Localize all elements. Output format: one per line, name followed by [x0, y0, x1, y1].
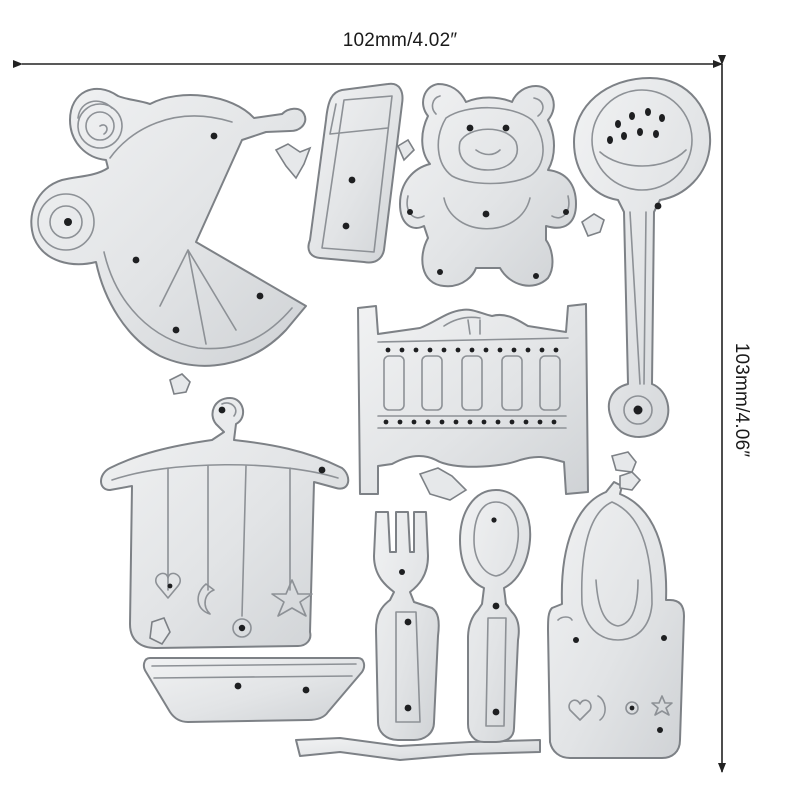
- width-dimension-label: 102mm/4.02″: [342, 30, 458, 51]
- carriage-canopy-die: [307, 82, 416, 264]
- teddy-bear-die: [399, 83, 605, 288]
- baby-rattle-die: [573, 77, 712, 473]
- spoon-die: [459, 489, 532, 743]
- height-dimension-label: 103mm/4.06″: [731, 342, 752, 458]
- sprue-bar: [295, 737, 541, 761]
- bowl-die: [142, 657, 366, 723]
- baby-carriage-die: [30, 87, 312, 367]
- crib-die: [357, 303, 589, 501]
- fork-die: [373, 511, 440, 741]
- bib-die: [547, 471, 685, 759]
- hanging-mobile-die: [100, 373, 350, 649]
